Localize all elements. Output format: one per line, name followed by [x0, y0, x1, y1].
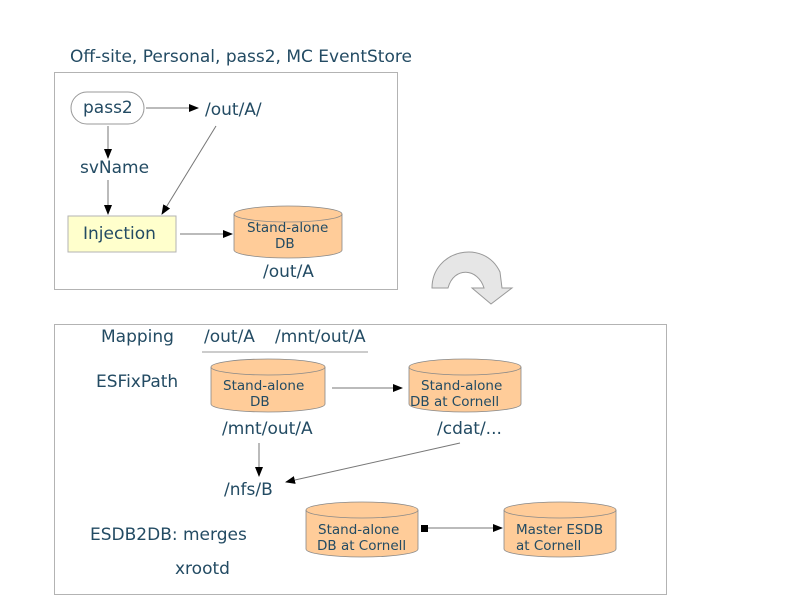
db-cylinder-master-esdb[interactable] — [503, 501, 617, 558]
db2-path: /cdat/... — [437, 419, 502, 439]
db-cylinder-standalone[interactable] — [210, 358, 326, 413]
db-cylinder-top[interactable] — [233, 205, 343, 259]
db-top-label-1: Stand-alone — [247, 220, 329, 236]
db-cylinder-cornell[interactable] — [408, 358, 522, 413]
db2-label-1: Stand-alone — [421, 378, 503, 394]
db3-label-1: Stand-alone — [318, 522, 400, 538]
edge-cdat-to-nfs — [285, 442, 461, 484]
db2-label-2: DB at Cornell — [410, 394, 500, 410]
out-a-label: /out/A — [263, 262, 314, 282]
injection-label: Injection — [83, 224, 156, 244]
db4-label-1: Master ESDB — [516, 522, 604, 538]
top-panel-title: Off-site, Personal, pass2, MC EventStore — [70, 47, 412, 67]
db1-label-1: Stand-alone — [223, 378, 305, 394]
edge-out-to-injection — [161, 125, 217, 215]
injection-node[interactable] — [67, 215, 177, 253]
pass2-label: pass2 — [83, 98, 133, 118]
svname-label: svName — [80, 158, 150, 178]
mapping-to: /mnt/out/A — [275, 327, 366, 347]
db4-label-2: at Cornell — [516, 538, 582, 554]
db1-path: /mnt/out/A — [222, 419, 313, 439]
out-a-slash-label: /out/A/ — [205, 100, 262, 120]
db-cylinder-cornell-merge[interactable] — [305, 501, 419, 558]
curved-arrow-down-icon — [431, 251, 514, 305]
db1-label-2: DB — [250, 394, 270, 410]
xrootd-label: xrootd — [175, 559, 230, 579]
mapping-from: /out/A — [204, 327, 255, 347]
pass2-node[interactable] — [70, 91, 145, 125]
esdb2db-label: ESDB2DB: merges — [90, 525, 247, 545]
mapping-label: Mapping — [101, 327, 174, 347]
esfixpath-label: ESFixPath — [96, 372, 179, 392]
nfs-path: /nfs/B — [224, 480, 273, 500]
db3-label-2: DB at Cornell — [317, 538, 407, 554]
edge-start-square — [421, 525, 428, 532]
db-top-label-2: DB — [275, 236, 295, 252]
